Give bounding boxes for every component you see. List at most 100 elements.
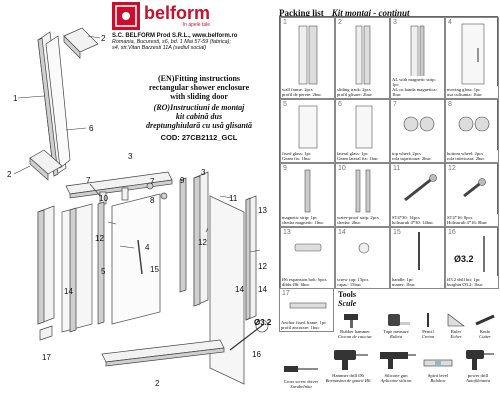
belform-logo-icon — [112, 2, 140, 30]
belform-logo: belform în apele tale — [112, 2, 277, 30]
tools-header: Tools Scule — [338, 290, 356, 308]
en-title-1: (EN)Fitting instructions — [158, 74, 240, 83]
part-2-track-top — [63, 27, 99, 59]
part-2-bottom-rail — [101, 339, 225, 367]
tool-label-en: Cross screw driver — [283, 379, 319, 384]
packing-item-17: 17 Anchor fixed frame: 1pc profil ancora… — [279, 288, 334, 332]
hammer-drill-icon — [334, 350, 368, 370]
tool-spirit-level: Spirit level Boloboc — [420, 352, 456, 383]
short-screw-icon — [463, 178, 486, 198]
diagram-label-2a: 2 — [101, 34, 106, 43]
packing-item-11: 11 ST4*30: 14pcs holtsurub 4*30: 14buc — [390, 163, 445, 227]
rubber-hammer-icon — [344, 314, 358, 328]
tool-label-ro: Ciocan de cauciuc — [337, 334, 373, 339]
tool-label-en: Spirit level — [427, 373, 449, 378]
ro-title-3: dreptunghiulară cu usă glisantă — [145, 121, 253, 130]
packing-item-1: 1 wall frame: 2pcs profil de perete: 2bu… — [280, 17, 335, 99]
diagram-label-drill: Ø3.2 — [254, 318, 272, 327]
company-name: S.C. BELFORM Prod S.R.L., www.belform.ro — [112, 33, 238, 39]
tool-label-en: Ruler — [450, 329, 462, 334]
diagram-label-5: 5 — [101, 267, 106, 276]
packing-item-caption: fixed glass: 1pc Geam fix: 1buc — [281, 150, 334, 162]
packing-item-caption: ST4*30: 14pcs holtsurub 4*30: 14buc — [391, 214, 444, 226]
ruler-icon — [447, 313, 465, 327]
tool-label-ro: Aplicator silicon — [380, 378, 412, 383]
diagram-label-4: 4 — [145, 243, 150, 252]
address-line-2: s4, str.Vitan Barzesti 11A (sediul socia… — [112, 45, 207, 51]
tool-screwdriver: Cross screw driver Surubelnita — [278, 360, 324, 389]
diagram-label-3b: 3 — [201, 168, 206, 177]
part-5-fixed-glass — [61, 203, 93, 333]
packing-item-13: 13 Ø6 expansion bolt: 6pcs diblu Ø6: 6bu… — [280, 227, 335, 289]
packing-item-caption: magnetic strip: 1pc chedar magnetic: 1bu… — [281, 214, 334, 226]
packing-item-caption: ST4*16: 8pcs Holtsurub 4*16: 8buc — [446, 214, 498, 226]
handle-icon — [418, 232, 420, 270]
diagram-label-10: 10 — [99, 194, 108, 203]
screw-cap-icon — [358, 242, 370, 254]
tool-label-en: Tape measure — [383, 329, 409, 334]
en-title-3: with sliding door — [170, 92, 228, 101]
part-2-track-left — [29, 149, 63, 181]
packing-item-caption: sliding track: 2pcs profil glisare: 2buc — [336, 86, 389, 98]
packing-item-15: 15 handle: 1pc maner: 1buc — [390, 227, 445, 289]
packing-item-caption: lateral glass: 1pc Geam lateral fix: 1bu… — [336, 150, 389, 162]
anchor-profile-icon — [289, 302, 327, 309]
packing-item-number: 17 — [282, 290, 290, 297]
part-10-strip — [97, 201, 105, 325]
drill-size-label: Ø3.2 — [454, 254, 474, 264]
tool-label-ro: Echer — [450, 334, 462, 339]
packing-item-caption: moving glass: 1pc usa culisanta: 1buc — [446, 86, 498, 98]
tool-label-en: Rubber hammer — [340, 329, 370, 334]
tool-knife: Knife Cutter — [472, 312, 498, 339]
drill-bit-icon — [483, 236, 485, 272]
part-4-moving-glass — [111, 193, 161, 325]
packing-item-number: 11 — [393, 165, 401, 172]
diagram-label-9: 9 — [180, 176, 185, 185]
tape-measure-icon — [388, 314, 410, 326]
packing-item-number: 12 — [448, 165, 456, 172]
diagram-label-12b: 12 — [95, 234, 104, 243]
tool-silicone-gun: Silicone gun Aplicator silicon — [374, 344, 418, 383]
product-code: COD: 27CB2112_GCL — [160, 133, 238, 142]
packing-item-9: 9 magnetic strip: 1pc chedar magnetic: 1… — [280, 163, 335, 227]
diagram-label-14b: 14 — [258, 285, 267, 294]
diagram-label-7a: 7 — [86, 176, 91, 185]
tool-label-ro: Cutter — [479, 334, 491, 339]
packing-item-8: 8 bottom wheel: 2pcs rola inferioara: 2b… — [445, 99, 499, 163]
packing-item-number: 16 — [448, 229, 456, 236]
packing-item-caption: Ø6 expansion bolt: 6pcs diblu Ø6: 6buc — [281, 276, 334, 288]
packing-item-2: 2 sliding track: 2pcs profil glisare: 2b… — [335, 17, 390, 99]
packing-title: Packing list — [279, 8, 324, 18]
diagram-label-11: 11 — [229, 194, 238, 203]
packing-header: Packing list Kit montaj - continut — [279, 3, 410, 21]
packing-item-caption: top wheel: 2pcs rola superioara: 2buc — [391, 150, 444, 162]
packing-item-7: 7 top wheel: 2pcs rola superioara: 2buc — [390, 99, 445, 163]
bottom-wheel-icon — [458, 116, 490, 132]
tool-label-ro: Ruleta — [390, 334, 402, 339]
diagram-label-14c: 14 — [235, 285, 244, 294]
packing-item-number: 8 — [448, 101, 452, 108]
packing-item-number: 5 — [283, 101, 287, 108]
packing-item-caption: AL with magnetic strip: 1pc AL cu banda … — [391, 76, 444, 98]
tool-tape-measure: Tape measure Ruleta — [378, 312, 414, 339]
screwdriver-icon — [284, 366, 318, 372]
tool-ruler: Ruler Echer — [444, 312, 468, 339]
silicone-gun-icon — [380, 352, 416, 369]
title-block: (EN)Fitting instructions rectangular sho… — [120, 74, 278, 142]
tool-hammer-drill: Hammer drill Ø6 Bormasina de gaurit Ø6 — [324, 344, 372, 383]
packing-item-number: 14 — [338, 229, 346, 236]
packing-item-12: 12 ST4*16: 8pcs Holtsurub 4*16: 8buc — [445, 163, 499, 227]
diagram-label-8: 8 — [150, 196, 155, 205]
moving-glass-icon — [461, 23, 485, 85]
tool-label-en: Silicone gun — [384, 373, 408, 378]
wheel-parts — [99, 182, 168, 205]
power-drill-icon — [466, 350, 494, 370]
pencil-icon — [427, 313, 429, 327]
packing-item-caption: bottom wheel: 2pcs rola inferioara: 2buc — [446, 150, 498, 162]
packing-item-number: 7 — [393, 101, 397, 108]
tool-label-en: Knife — [479, 329, 491, 334]
diagram-label-3: 3 — [128, 152, 133, 161]
packing-item-3: 3 AL with magnetic strip: 1pc AL cu band… — [390, 17, 445, 99]
packing-item-number: 9 — [283, 165, 287, 172]
exploded-diagram — [13, 27, 269, 385]
